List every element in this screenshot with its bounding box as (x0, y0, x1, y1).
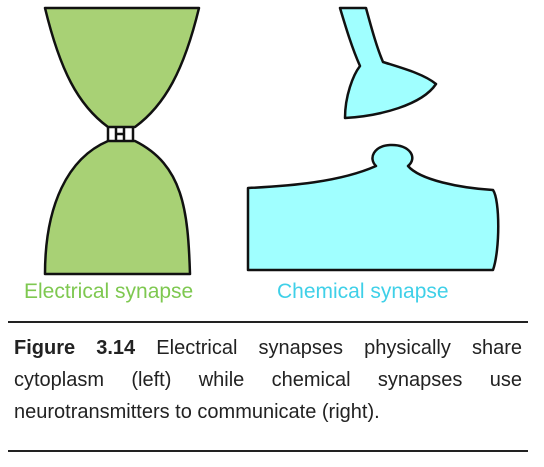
synapse-diagram (43, 6, 500, 276)
electrical-upper-neuron (43, 6, 201, 129)
electrical-lower-neuron (43, 139, 192, 276)
chemical-presynaptic-terminal (338, 6, 438, 120)
caption-top-rule (8, 321, 528, 323)
caption-text: Electrical synapses physically share cyt… (14, 337, 522, 423)
caption-bottom-rule (8, 450, 528, 452)
chemical-postsynaptic-neuron (246, 143, 500, 272)
electrical-synapse-label: Electrical synapse (24, 280, 194, 303)
gap-junction (106, 127, 135, 141)
figure-caption: Figure 3.14 Electrical synapses physical… (14, 332, 522, 428)
figure-number: Figure 3.14 (14, 337, 136, 359)
chemical-synapse-label: Chemical synapse (277, 280, 449, 303)
